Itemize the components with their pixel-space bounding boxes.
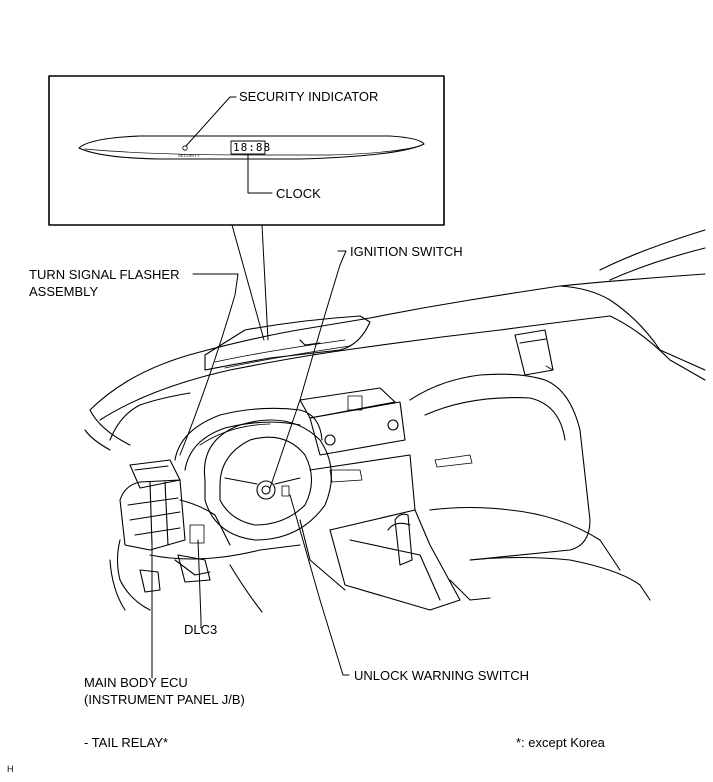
inset-panel: [48, 75, 445, 226]
tail-relay-label: - TAIL RELAY*: [84, 735, 169, 750]
main-body-ecu-label-line1: MAIN BODY ECU: [84, 675, 188, 690]
corner-tick: [545, 365, 554, 371]
callout-leaders: [151, 250, 350, 679]
corner-mark: H: [7, 764, 14, 774]
dashboard-body: [84, 229, 706, 613]
security-indicator-label: SECURITY INDICATOR: [239, 89, 379, 104]
unlock-warning-switch-part: [281, 485, 290, 497]
inset-frame: [48, 75, 445, 226]
security-tiny-text: SECURITY: [178, 153, 200, 158]
clock-display-digits: 18:88: [233, 141, 272, 154]
footnote: *: except Korea: [516, 735, 605, 750]
clock-frame: [230, 140, 266, 155]
main-body-ecu-label-line2: (INSTRUMENT PANEL J/B): [84, 692, 245, 707]
ignition-switch-label: IGNITION SWITCH: [350, 244, 463, 259]
turn-signal-flasher-label-line2: ASSEMBLY: [29, 284, 99, 299]
dlc3-label: DLC3: [184, 622, 218, 637]
unlock-warning-switch-label: UNLOCK WARNING SWITCH: [354, 668, 530, 683]
inset-leaders: [185, 96, 273, 341]
clock-label: CLOCK: [276, 186, 321, 201]
ignition-key-cylinder: [256, 480, 276, 500]
turn-signal-flasher-label-line1: TURN SIGNAL FLASHER: [29, 267, 180, 282]
